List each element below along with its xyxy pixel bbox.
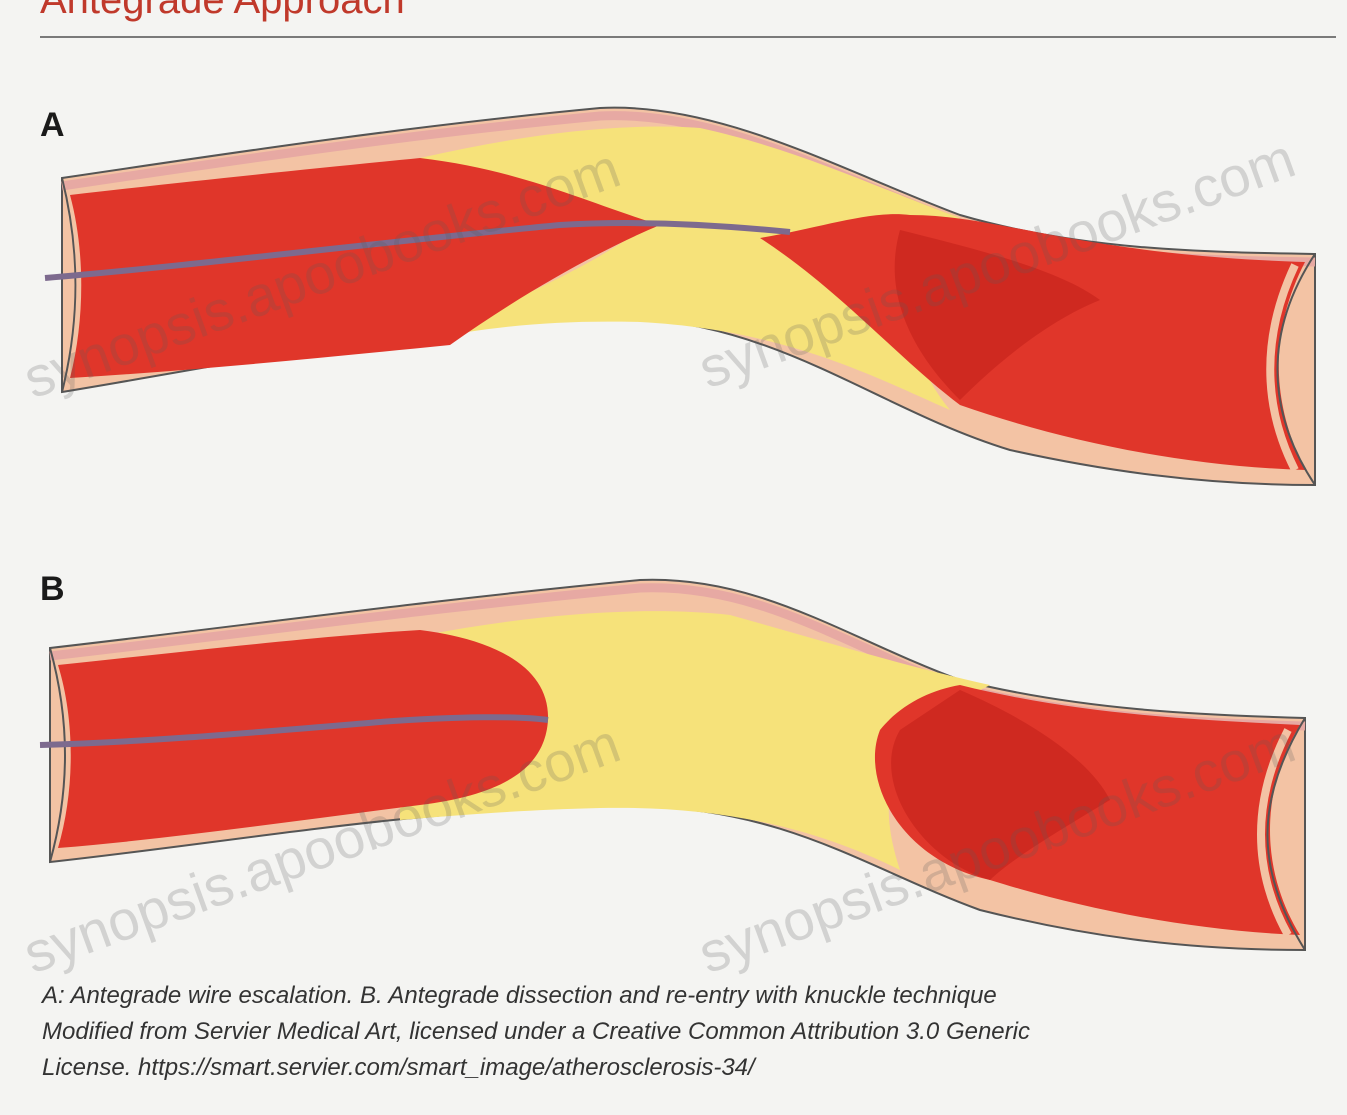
panel-b-vessel	[40, 580, 1305, 950]
figure-caption: A: Antegrade wire escalation. B. Antegra…	[42, 978, 1312, 1086]
panel-a-vessel	[45, 108, 1315, 485]
caption-line: Modified from Servier Medical Art, licen…	[42, 1014, 1312, 1050]
caption-line: A: Antegrade wire escalation. B. Antegra…	[42, 978, 1312, 1014]
caption-line: License. https://smart.servier.com/smart…	[42, 1050, 1312, 1086]
